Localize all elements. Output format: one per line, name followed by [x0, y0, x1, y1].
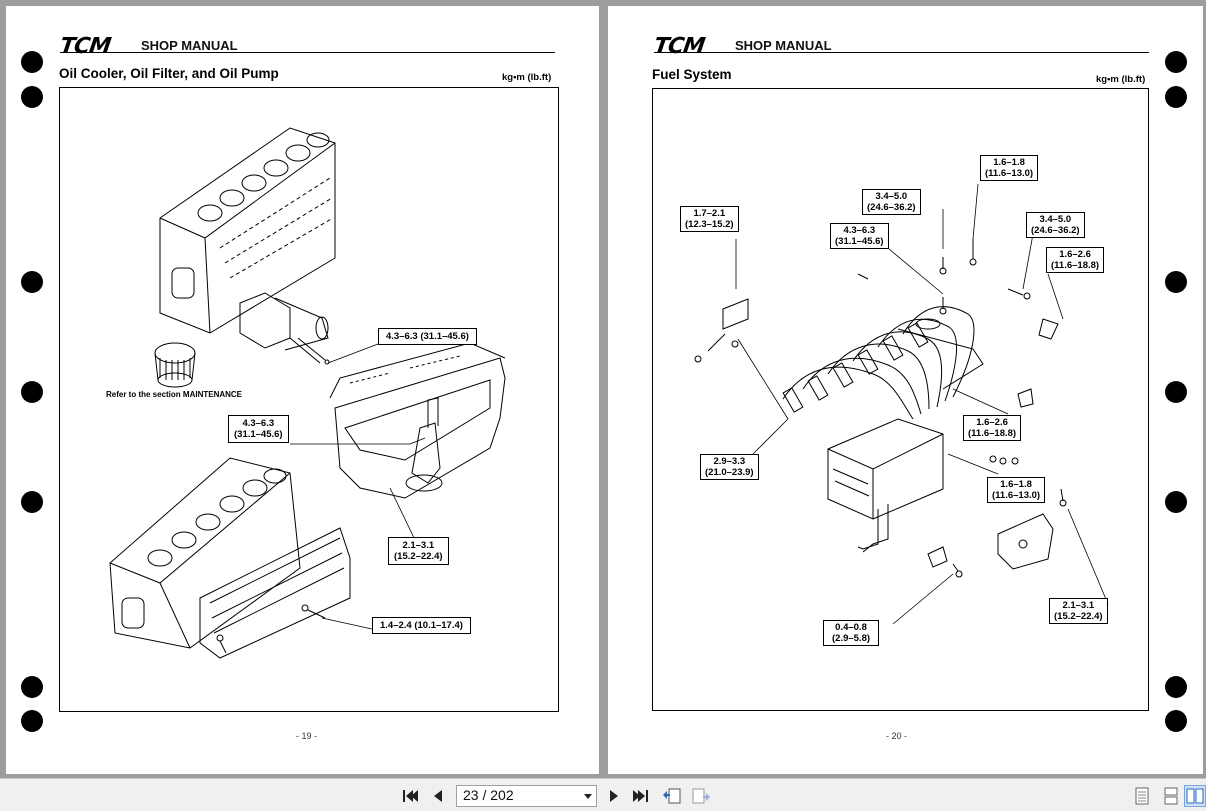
- next-page-icon[interactable]: [603, 785, 625, 807]
- torque-label: 0.4–0.8 (2.9–5.8): [823, 620, 880, 646]
- page-number: - 20 -: [886, 731, 908, 741]
- oil-system-diagram: [109, 127, 506, 659]
- first-page-icon[interactable]: [399, 785, 421, 807]
- torque-label: 2.9–3.3 (21.0–23.9): [700, 454, 759, 480]
- maintenance-note: Refer to the section MAINTENANCE: [106, 390, 243, 399]
- torque-label: 1.7–2.1 (12.3–15.2): [680, 206, 739, 232]
- torque-label: 1.4–2.4 (10.1–17.4): [372, 617, 471, 634]
- torque-label: 2.1–3.1 (15.2–22.4): [388, 537, 449, 565]
- tcm-logo: TCM: [652, 34, 706, 59]
- binder-hole: [21, 271, 43, 293]
- binder-hole: [21, 676, 43, 698]
- page-20: TCM SHOP MANUAL Fuel System kg•m (lb.ft): [608, 6, 1203, 774]
- binder-hole: [21, 86, 43, 108]
- torque-label: 3.4–5.0 (24.6–36.2): [1026, 212, 1085, 238]
- page-number-select[interactable]: 23 / 202: [456, 785, 597, 807]
- torque-label: 4.3–6.3 (31.1–45.6): [378, 328, 477, 345]
- binder-hole: [1165, 51, 1187, 73]
- chevron-down-icon: [584, 794, 592, 799]
- unit-label: kg•m (lb.ft): [502, 72, 552, 83]
- torque-label: 3.4–5.0 (24.6–36.2): [862, 189, 921, 215]
- binder-hole: [21, 381, 43, 403]
- torque-label: 4.3–6.3 (31.1–45.6): [830, 223, 889, 249]
- torque-label: 2.1–3.1 (15.2–22.4): [1049, 598, 1108, 624]
- single-page-view-icon[interactable]: [1131, 785, 1153, 807]
- manual-header: SHOP MANUAL: [141, 38, 238, 53]
- facing-view-icon[interactable]: [1184, 785, 1206, 807]
- last-page-icon[interactable]: [630, 785, 652, 807]
- unit-label: kg•m (lb.ft): [1096, 74, 1146, 85]
- document-viewport[interactable]: TCM SHOP MANUAL Oil Cooler, Oil Filter, …: [0, 0, 1206, 778]
- navigation-toolbar: 23 / 202: [0, 778, 1206, 811]
- header-rule: [654, 52, 1149, 53]
- continuous-view-icon[interactable]: [1160, 785, 1182, 807]
- torque-label: 1.6–2.6 (11.6–18.8): [963, 415, 1022, 441]
- torque-label: 1.6–2.6 (11.6–18.8): [1046, 247, 1105, 273]
- binder-hole: [1165, 710, 1187, 732]
- binder-hole: [1165, 271, 1187, 293]
- torque-label: 1.6–1.8 (11.6–13.0): [980, 155, 1039, 181]
- go-forward-icon[interactable]: [690, 785, 712, 807]
- binder-hole: [21, 491, 43, 513]
- header-rule: [60, 52, 555, 53]
- torque-label: 4.3–6.3 (31.1–45.6): [228, 415, 289, 443]
- binder-hole: [21, 710, 43, 732]
- diagram-frame: Refer to the section MAINTENANCE: [59, 87, 559, 712]
- page-indicator: 23 / 202: [463, 787, 514, 803]
- page-title: Oil Cooler, Oil Filter, and Oil Pump: [59, 66, 279, 81]
- fuel-system-diagram: [694, 183, 1109, 625]
- manual-header: SHOP MANUAL: [735, 38, 832, 53]
- binder-hole: [1165, 86, 1187, 108]
- tcm-logo: TCM: [58, 34, 112, 59]
- page-19: TCM SHOP MANUAL Oil Cooler, Oil Filter, …: [6, 6, 599, 774]
- binder-hole: [21, 51, 43, 73]
- page-title: Fuel System: [652, 67, 732, 82]
- page-number: - 19 -: [296, 731, 318, 741]
- binder-hole: [1165, 676, 1187, 698]
- binder-hole: [1165, 491, 1187, 513]
- previous-page-icon[interactable]: [427, 785, 449, 807]
- torque-label: 1.6–1.8 (11.6–13.0): [987, 477, 1046, 503]
- binder-hole: [1165, 381, 1187, 403]
- go-back-icon[interactable]: [661, 785, 683, 807]
